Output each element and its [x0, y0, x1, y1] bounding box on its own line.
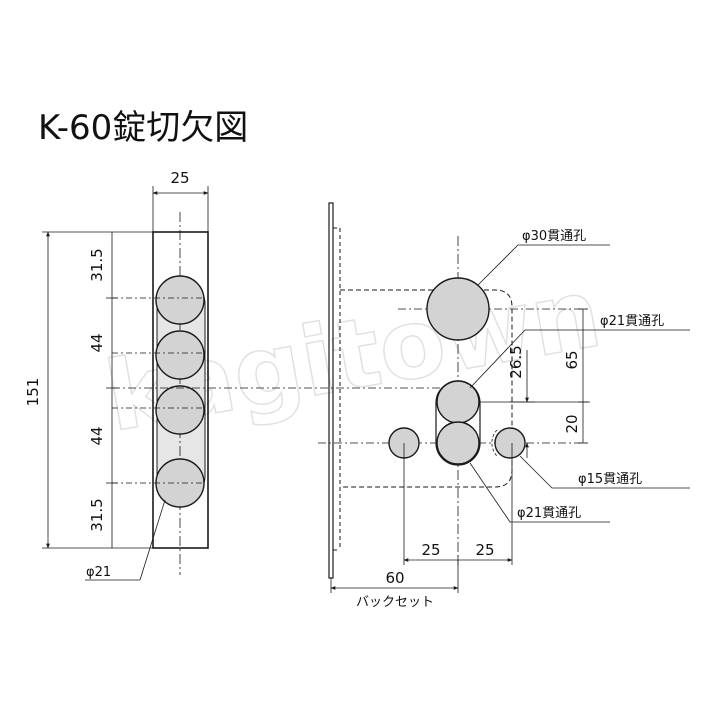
backset-label: バックセット [356, 595, 434, 610]
front-width-dim: 25 [170, 169, 189, 187]
segment-dim-2: 44 [88, 333, 106, 352]
front-view [42, 186, 470, 581]
front-total-height-dim: 151 [24, 378, 42, 407]
upper-small-hole-label: φ21貫通孔 [600, 314, 664, 329]
dim-25-right: 25 [475, 541, 494, 559]
dim-backset: 60 [385, 569, 404, 587]
front-hole-1 [155, 275, 205, 325]
large-hole-label: φ30貫通孔 [522, 229, 586, 244]
side-hole-right [494, 427, 526, 459]
segment-dim-1: 31.5 [88, 248, 106, 281]
lower-small-hole-label: φ21貫通孔 [517, 506, 581, 521]
dim-20: 20 [563, 414, 581, 433]
upper-small-hole [436, 380, 480, 424]
lower-small-hole [436, 421, 480, 465]
large-through-hole [426, 277, 490, 341]
side-view [318, 202, 690, 593]
side-hole-label: φ15貫通孔 [578, 472, 642, 487]
dim-25-left: 25 [421, 541, 440, 559]
dim-26-5: 26.5 [507, 345, 525, 378]
front-hole-3 [155, 385, 205, 435]
dim-65: 65 [563, 350, 581, 369]
front-hole-label: φ21 [86, 565, 111, 580]
front-hole-2 [155, 330, 205, 380]
segment-dim-4: 31.5 [88, 498, 106, 531]
faceplate-outline [152, 231, 209, 549]
diagram-title: K-60錠切欠図 [38, 108, 249, 148]
segment-dim-3: 44 [88, 426, 106, 445]
